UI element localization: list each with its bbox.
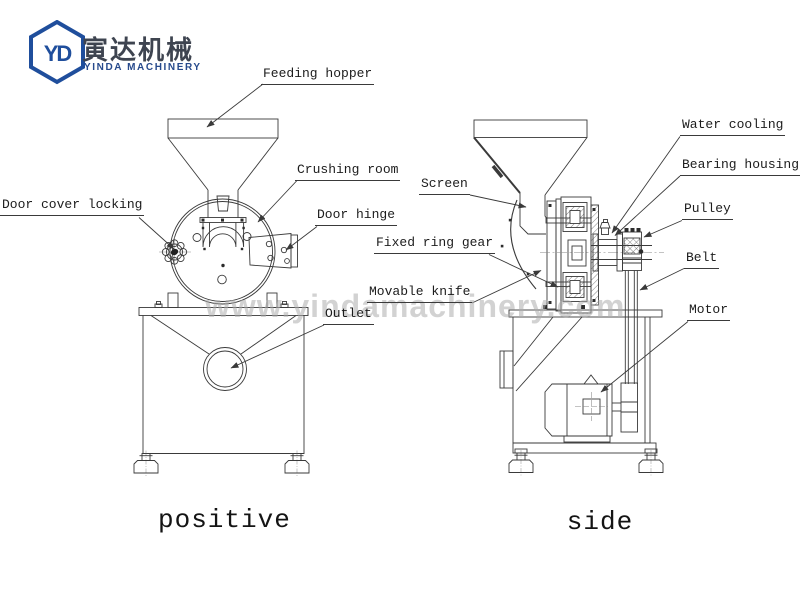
label-feeding-hopper: Feeding hopper	[261, 66, 375, 86]
side-view-caption: side	[566, 507, 634, 537]
label-water-cooling: Water cooling	[680, 117, 786, 137]
label-outlet: Outlet	[323, 306, 374, 326]
leader-lines	[138, 83, 689, 393]
label-door-hinge: Door hinge	[315, 207, 398, 227]
label-crushing-room: Crushing room	[295, 162, 401, 182]
label-belt: Belt	[684, 250, 720, 270]
side-view-drawing	[473, 119, 664, 476]
front-view-drawing	[133, 118, 310, 477]
logo-chinese-name: 寅达机械	[82, 35, 195, 65]
label-screen: Screen	[419, 176, 470, 196]
front-view-caption: positive	[158, 505, 291, 535]
logo-english-name: YINDA MACHINERY	[84, 62, 202, 73]
label-fixed-ring-gear: Fixed ring gear	[374, 235, 496, 255]
logo-hexagon-icon: YD	[29, 20, 85, 85]
label-bearing-housing: Bearing housing	[680, 157, 800, 177]
label-pulley: Pulley	[682, 201, 733, 221]
label-door-cover-locking: Door cover locking	[0, 197, 145, 217]
logo-monogram: YD	[44, 41, 72, 66]
door-lock-knob	[159, 237, 191, 267]
watermark: www.yindamachinery.com	[205, 288, 626, 324]
label-movable-knife: Movable knife	[367, 284, 473, 304]
company-logo: YD 寅达机械 YINDA MACHINERY	[22, 16, 202, 94]
label-motor: Motor	[687, 302, 731, 322]
